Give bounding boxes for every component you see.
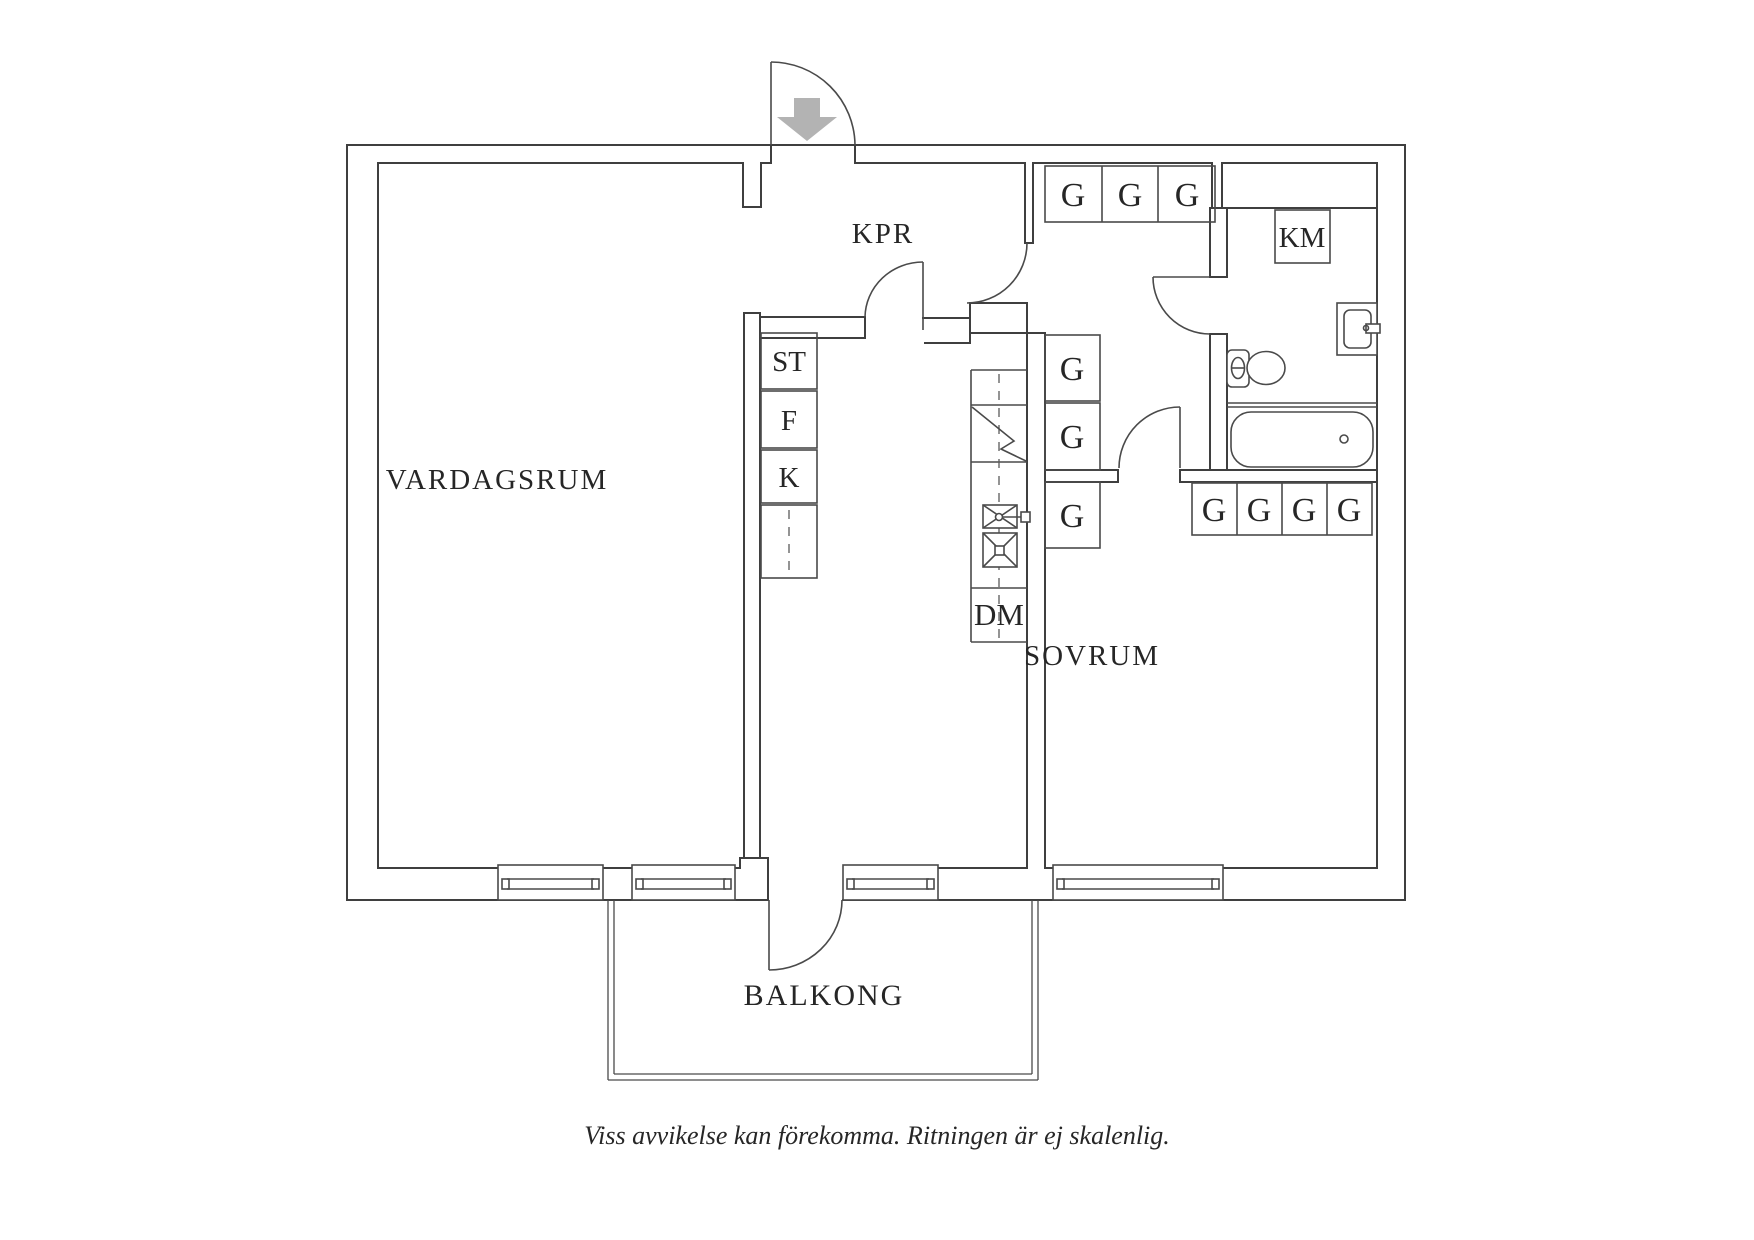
room-label-hallway: KPR [852,218,914,250]
bathroom-fixtures: KM [1226,209,1381,468]
counter-right: DM [970,369,1031,643]
inner-hall-door [966,242,1028,304]
balcony-railing [607,900,1039,1081]
cabinet-k [760,449,818,504]
wardrobe-label: G [1175,177,1200,214]
wardrobe-row-hall: G G G [1044,165,1216,223]
room-label-balcony: BALKONG [744,979,905,1012]
wardrobe-row-bedroom: G G G G [1191,482,1373,536]
wardrobe-label: G [1247,492,1272,529]
window [497,864,604,901]
wardrobe-label: G [1060,498,1085,535]
room-labels: VARDAGSRUM KPR SOVRUM BALKONG [386,218,1160,1012]
sink-icon [982,504,1031,568]
window [1052,864,1224,901]
dishwasher-label: DM [974,597,1024,632]
cabinet-f [760,390,818,449]
kitchen-door [864,261,924,330]
wardrobe-column-hall: G G G [1044,334,1101,549]
window [842,864,939,901]
bedroom-door [1118,406,1181,469]
entrance-arrow-icon [777,98,837,141]
cabinet-st [760,332,818,390]
counter-left [760,504,818,579]
windows [497,864,1224,901]
bathtub-icon [1230,411,1374,468]
entrance-door [770,61,856,146]
window [631,864,736,901]
washing-machine-label: KM [1279,222,1326,254]
cabinet-k-label: K [779,462,800,494]
wardrobe-label: G [1292,492,1317,529]
balcony-door [768,899,843,971]
kitchen-fixtures: ST F K DM [760,332,1031,643]
wardrobe-label: G [1202,492,1227,529]
disclaimer-note: Viss avvikelse kan förekomma. Ritningen … [584,1121,1170,1150]
cabinet-st-label: ST [772,346,806,378]
wardrobe-label: G [1337,492,1362,529]
cabinet-f-label: F [781,405,797,437]
room-label-bedroom: SOVRUM [1024,640,1160,672]
washing-machine [1274,209,1331,264]
wardrobe-label: G [1060,419,1085,456]
toilet-icon [1226,349,1286,388]
stove-icon [971,406,1027,462]
bathroom-door [1152,276,1211,335]
washbasin-icon [1336,302,1381,356]
wardrobe-label: G [1061,177,1086,214]
wardrobe-label: G [1060,351,1085,388]
room-label-living-room: VARDAGSRUM [386,464,609,496]
doors [768,61,1211,971]
wardrobes: G G G G G G G G G G [1044,165,1373,549]
wardrobe-label: G [1118,177,1143,214]
